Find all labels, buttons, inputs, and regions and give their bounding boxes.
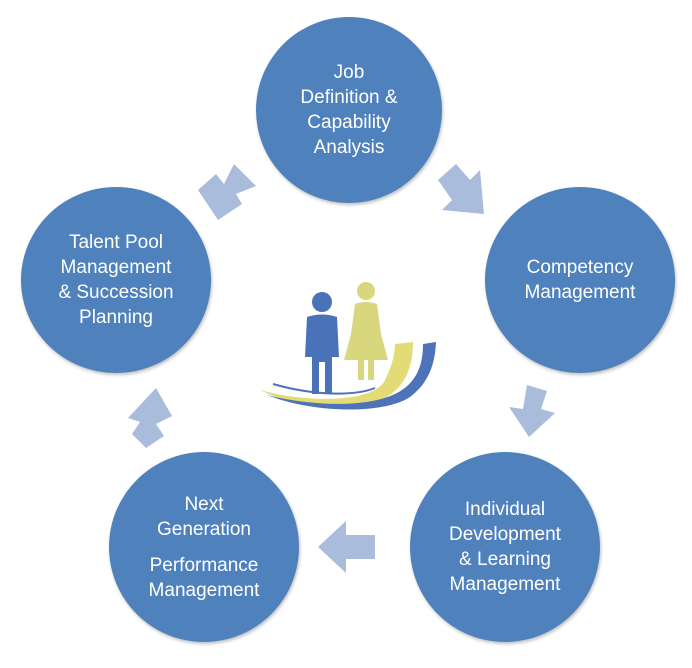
node-development-line-1: Individual xyxy=(464,499,546,520)
arrow-development-to-next-icon xyxy=(318,521,375,573)
node-talent-line-3: & Succession xyxy=(58,282,174,303)
node-next-generation: Next Generation Performance Management xyxy=(109,452,299,642)
node-talent-line-4: Planning xyxy=(79,307,153,328)
node-development-line-2: Development xyxy=(449,524,561,545)
node-competency-management: Competency Management xyxy=(485,187,675,373)
node-job-definition: Job Definition & Capability Analysis xyxy=(256,17,442,203)
swoosh-yellow-shape xyxy=(260,342,413,407)
node-next-line-3: Performance xyxy=(149,554,259,576)
node-competency-line-1: Competency xyxy=(526,257,634,278)
node-development-line-3: & Learning xyxy=(459,549,551,570)
node-next-line-2: Generation xyxy=(156,518,251,540)
node-job-line-2: Definition & xyxy=(300,87,398,108)
arrow-competency-to-development-icon xyxy=(509,385,555,437)
arrow-next-to-talent-icon xyxy=(128,388,172,448)
node-next-line-1: Next xyxy=(184,493,224,515)
node-talent-pool: Talent Pool Management & Succession Plan… xyxy=(21,187,211,373)
node-job-line-4: Analysis xyxy=(313,137,385,158)
node-talent-line-1: Talent Pool xyxy=(68,232,163,253)
arrow-talent-to-job-icon xyxy=(198,164,256,220)
node-competency-line-2: Management xyxy=(524,282,636,303)
female-figure-icon xyxy=(344,282,388,380)
node-job-line-1: Job xyxy=(333,62,365,83)
node-next-line-4: Management xyxy=(148,579,260,601)
node-development-line-4: Management xyxy=(449,574,561,595)
male-figure-icon xyxy=(305,292,339,394)
node-job-line-3: Capability xyxy=(307,112,391,133)
node-talent-line-2: Management xyxy=(60,257,172,278)
people-figures-icon xyxy=(260,282,436,410)
node-individual-development: Individual Development & Learning Manage… xyxy=(410,452,600,642)
swoosh-blue-thin xyxy=(272,383,376,395)
arrow-job-to-competency-icon xyxy=(438,164,484,214)
